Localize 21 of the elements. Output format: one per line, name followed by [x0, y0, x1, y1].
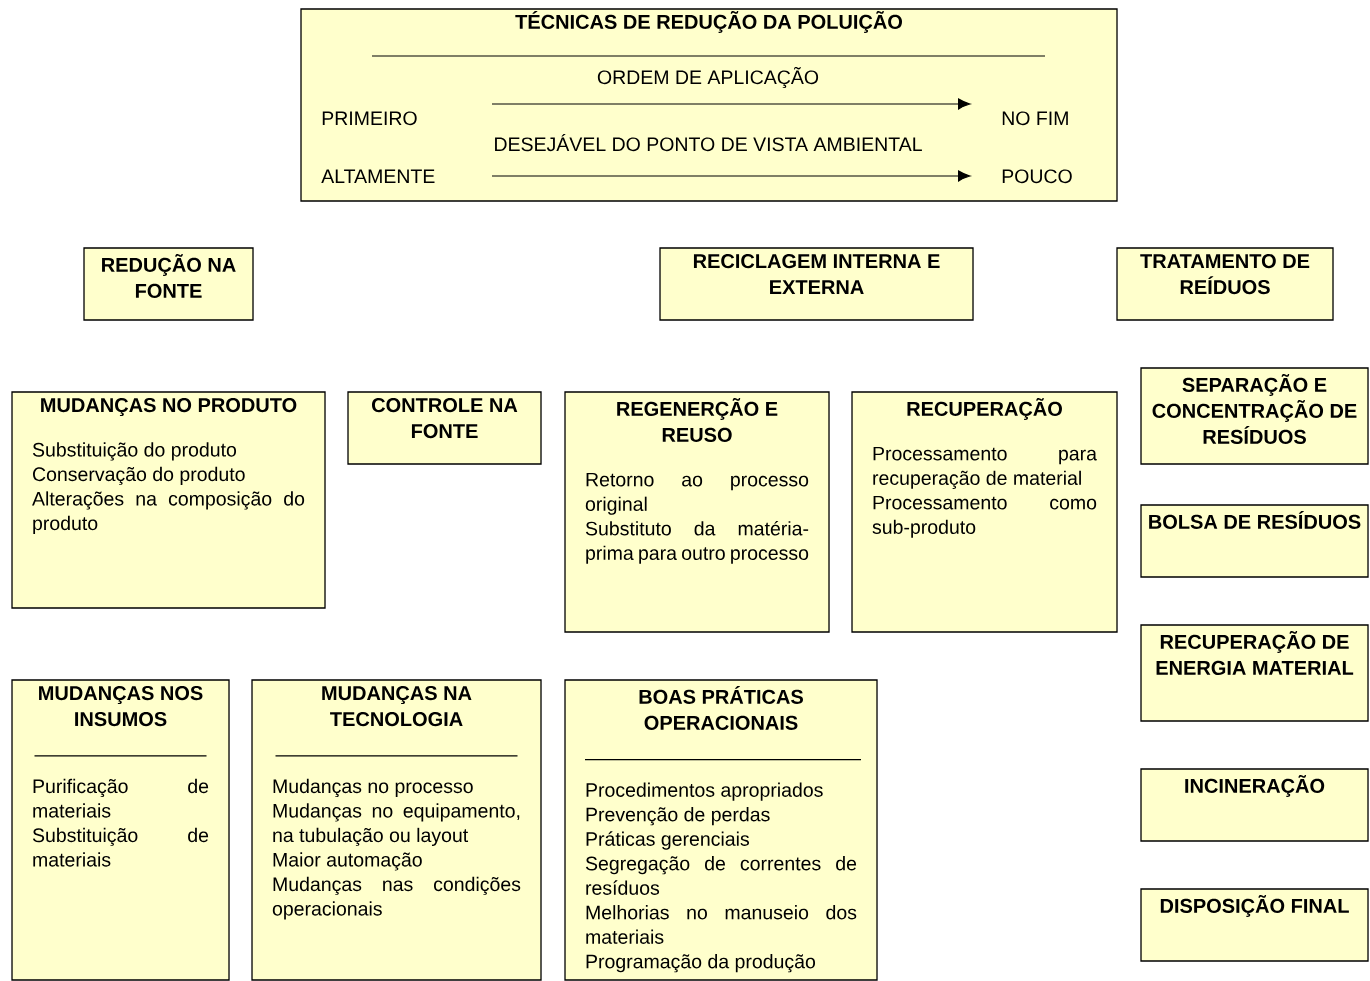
label-text: PRIMEIRO	[322, 111, 417, 126]
text-box: RECUPERAÇÃO Processamento para recuperação de material Processamento como sub-produto	[851, 391, 1118, 633]
text-box: MUDANÇAS NOS INSUMOS Purificação de materiais Substituição de materiais	[11, 679, 230, 981]
text-box: BOLSA DE RESÍDUOS	[1140, 504, 1369, 578]
text-box: CONTROLE NA FONTE	[347, 391, 542, 465]
text-box: INCINERAÇÃO	[1140, 768, 1369, 842]
text-box: MUDANÇAS NO PRODUTO Substituição do produto Conservação do produto Alterações na composição do produto	[11, 391, 326, 609]
text-box: REDUÇÃO NA FONTE	[83, 247, 254, 321]
text-box: BOAS PRÁTICAS OPERACIONAIS Procedimentos apropriados Prevenção de perdas Práticas gerenciais Segregação de correntes de resíduos Melhorias no manuseio dos materiais Programação da produção	[564, 679, 878, 981]
label-text: ORDEM DE APLICAÇÃO	[597, 66, 819, 89]
label-text: POUCO	[1002, 169, 1072, 184]
text-box: REGENERÇÃO E REUSO Retorno ao processo original Substituto da matéria-prima para outro processo	[564, 391, 830, 633]
text-box: DISPOSIÇÃO FINAL	[1140, 888, 1369, 962]
label-text: ALTAMENTE	[321, 169, 435, 183]
text-box: SEPARAÇÃO E CONCENTRAÇÃO DE RESÍDUOS	[1140, 367, 1369, 465]
label-text: DESEJÁVEL DO PONTO DE VISTA AMBIENTAL	[495, 134, 922, 152]
text-box: RECICLAGEM INTERNA E EXTERNA	[659, 247, 974, 321]
text-box: RECUPERAÇÃO DE ENERGIA MATERIAL	[1140, 624, 1369, 722]
text-box: TRATAMENTO DE REÍDUOS	[1116, 247, 1334, 321]
text-box: MUDANÇAS NA TECNOLOGIA Mudanças no processo Mudanças no equipamento, na tubulação ou layout Maior automação Mudanças nas condições operacionais	[251, 679, 542, 981]
label-text: NO FIM	[1002, 111, 1068, 126]
